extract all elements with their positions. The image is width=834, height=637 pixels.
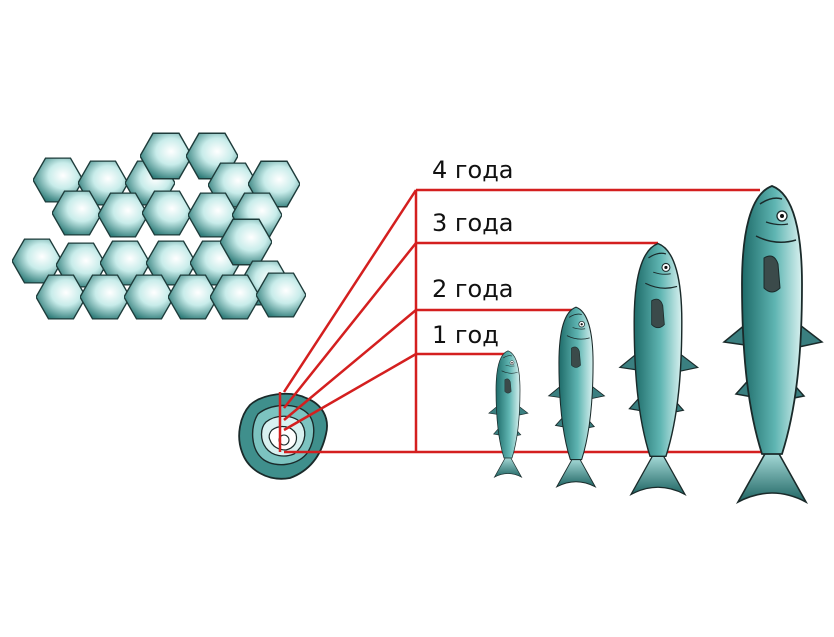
fish-age-1-icon [488, 350, 529, 478]
ring-3-ray [283, 242, 417, 409]
fish-age-3-icon [619, 242, 699, 496]
ring-1-ray [283, 352, 417, 432]
age-4-label: 4 года [432, 156, 514, 184]
age-3-label: 3 года [432, 209, 514, 237]
fish-age-4-icon [722, 184, 824, 504]
fish-scales-icon [12, 132, 306, 320]
ring-4-ray [282, 189, 418, 393]
age-2-label: 2 года [432, 275, 514, 303]
fish-age-2-icon [548, 306, 605, 488]
age-1-label: 1 год [432, 321, 499, 349]
ring-2-ray [283, 309, 417, 421]
age-measurement-lines [278, 188, 778, 454]
fish-scale-rings-icon [238, 392, 328, 480]
